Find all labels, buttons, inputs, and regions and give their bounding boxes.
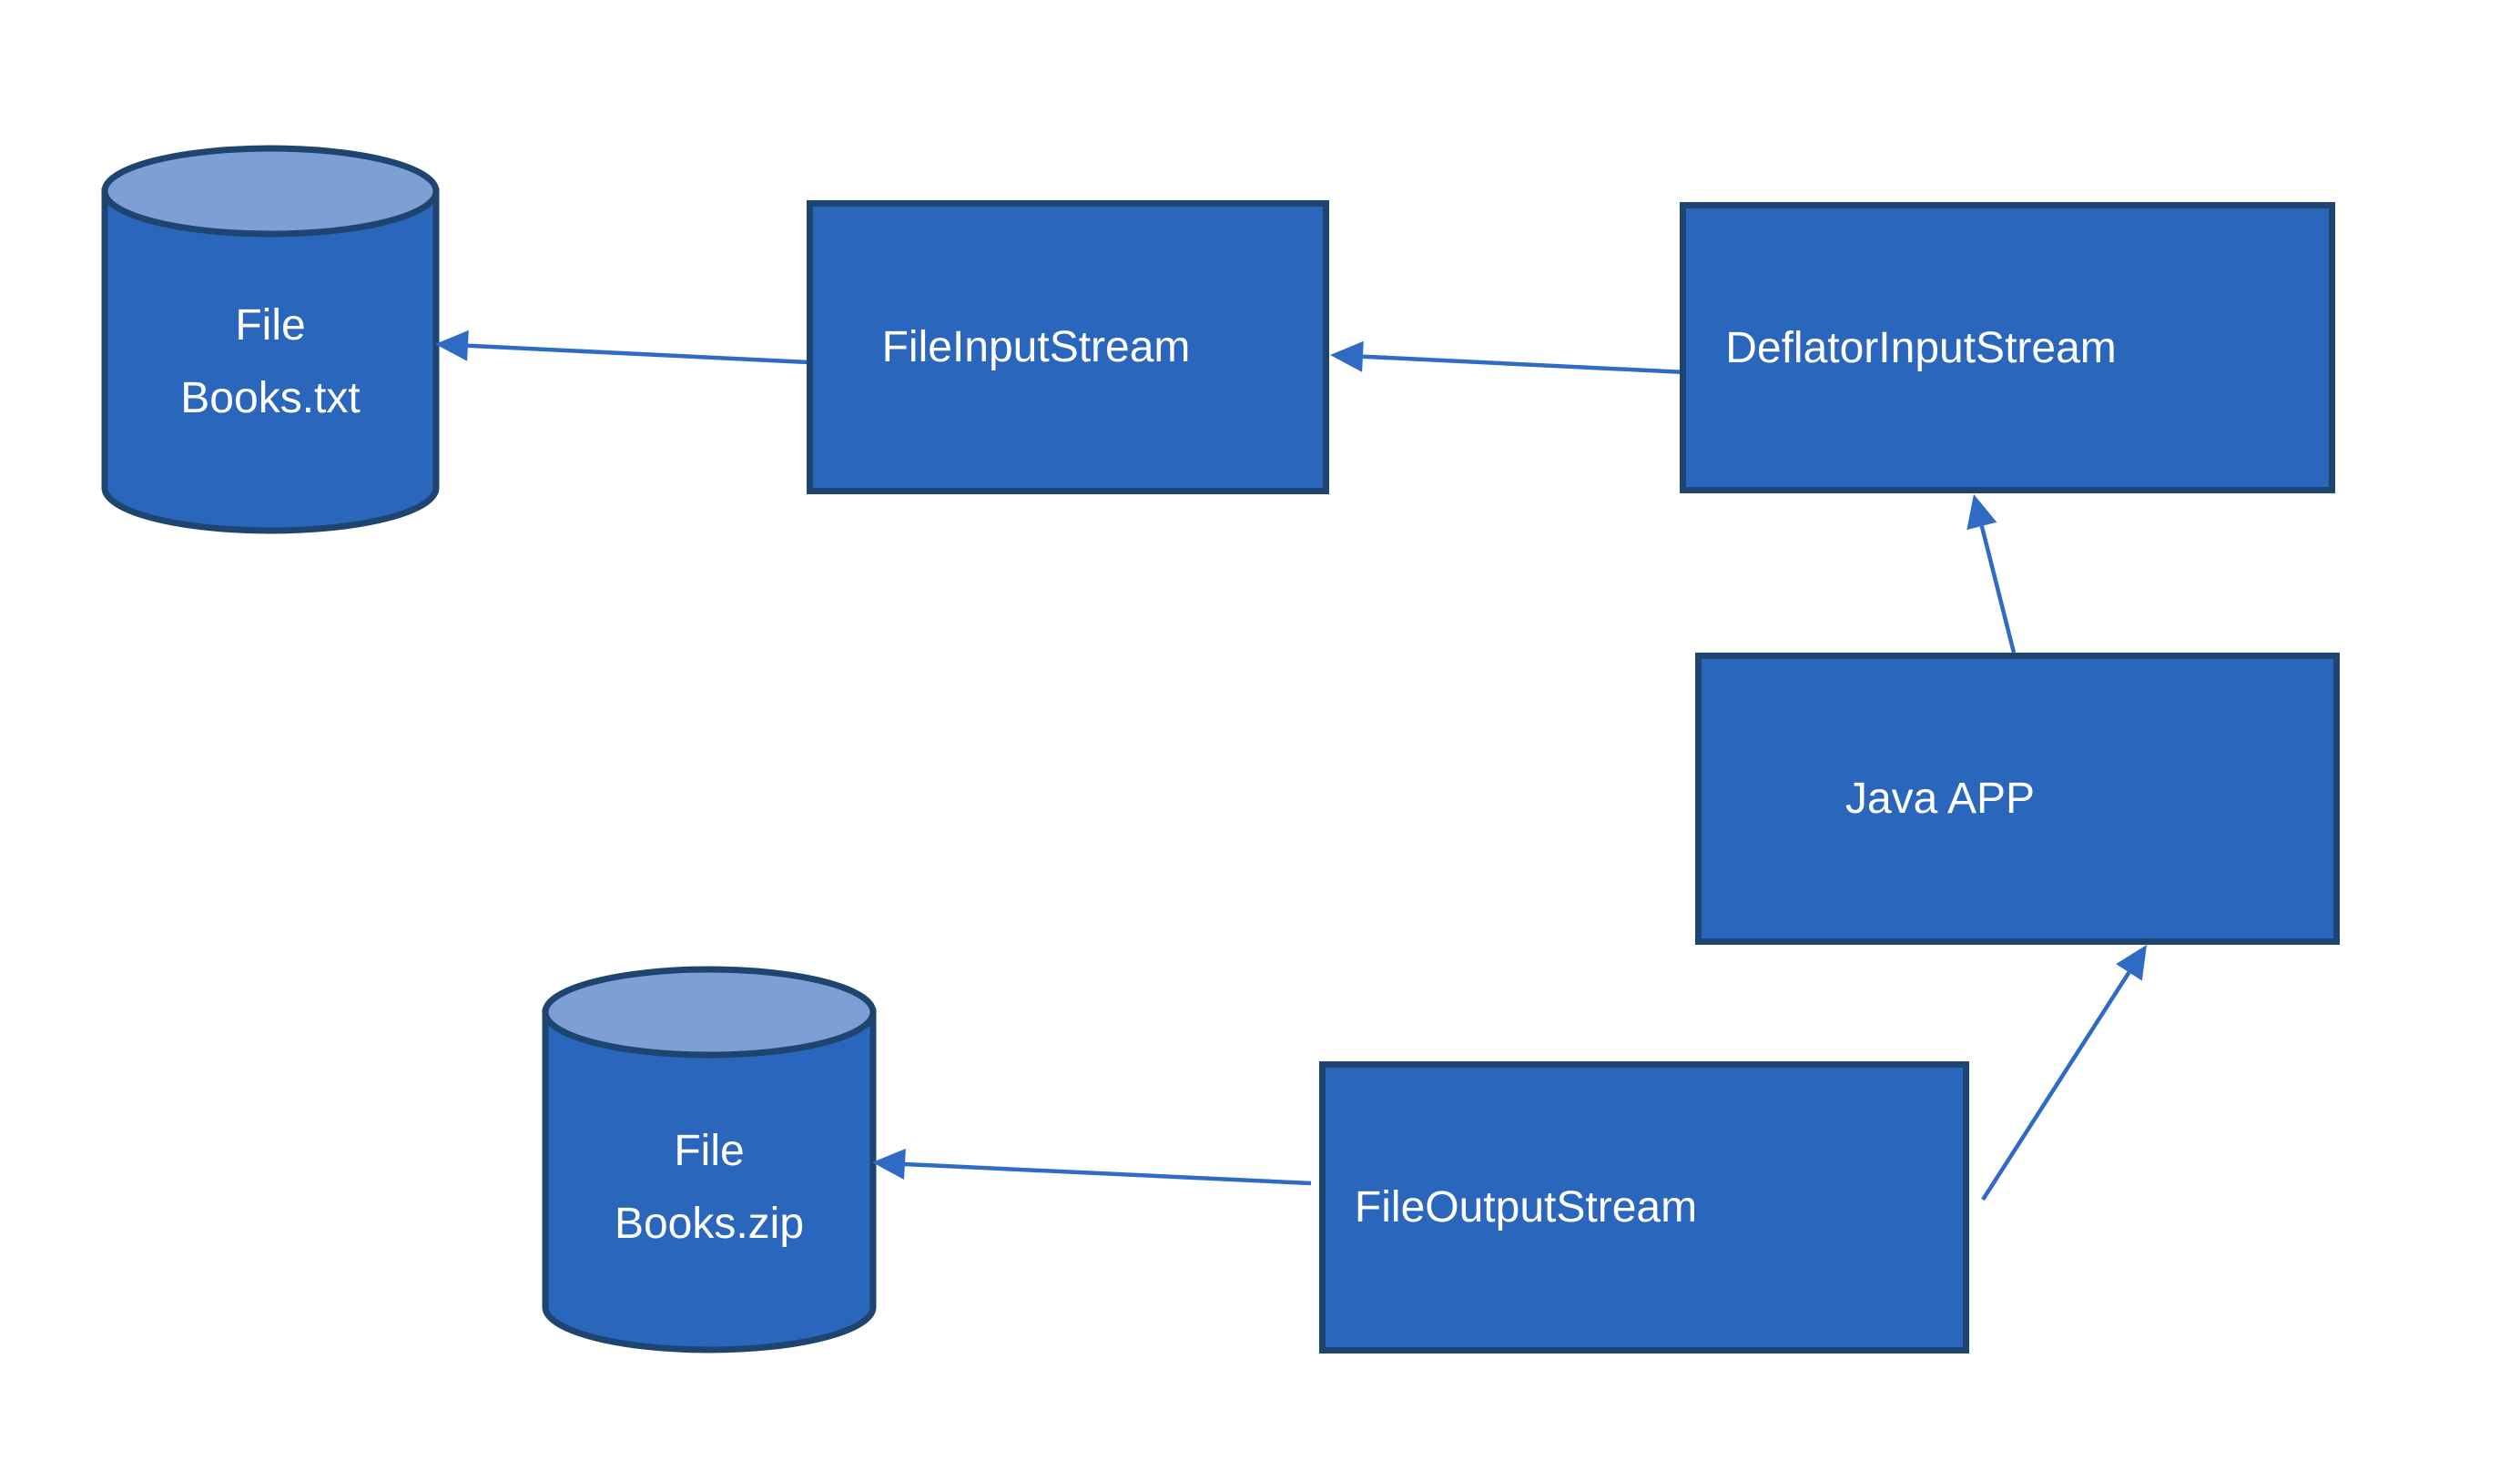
arrowhead-icon xyxy=(435,329,469,361)
arrowhead-icon xyxy=(872,1149,906,1180)
node-file-output-stream[interactable]: FileOutputStream xyxy=(1319,1061,1969,1353)
edge-line xyxy=(1362,354,1687,375)
label-line: Books.txt xyxy=(180,374,361,422)
cylinder-books-zip[interactable] xyxy=(542,966,877,1353)
arrowhead-icon xyxy=(1966,494,1997,531)
node-label: FileInputStream xyxy=(881,323,1191,371)
node-label: DeflatorInputStream xyxy=(1725,323,2117,372)
node-label: Java APP xyxy=(1844,775,2036,823)
cylinder-body xyxy=(542,1009,877,1353)
cylinder-top-ellipse xyxy=(542,966,877,1059)
node-file-input-stream[interactable]: FileInputStream xyxy=(807,200,1329,494)
arrowhead-icon xyxy=(1330,340,1364,372)
edge-line xyxy=(904,1161,1312,1186)
node-deflator-input-stream[interactable]: DeflatorInputStream xyxy=(1680,202,2335,493)
edge-fileoutputstream-to-books-zip[interactable] xyxy=(872,1149,1312,1186)
cylinder-body xyxy=(101,188,440,534)
label-line: File xyxy=(674,1127,745,1175)
edge-line xyxy=(1981,971,2131,1201)
cylinder-top-ellipse xyxy=(101,145,440,238)
arrowhead-icon xyxy=(2116,945,2147,981)
cylinder-books-txt[interactable] xyxy=(101,145,440,534)
label-line: File xyxy=(235,301,306,350)
edge-deflatorinputstream-to-fileinputstream[interactable] xyxy=(1330,340,1687,375)
edge-javaapp-to-deflatorinputstream[interactable] xyxy=(1966,494,2017,654)
cylinder-books-zip-label: File Books.zip xyxy=(545,1012,873,1307)
node-java-app[interactable]: Java APP xyxy=(1695,653,2340,945)
edge-fileoutputstream-to-javaapp[interactable] xyxy=(1981,945,2147,1201)
edge-line xyxy=(1979,525,2017,654)
label-line: Books.zip xyxy=(614,1200,805,1248)
edge-fileinputstream-to-books-txt[interactable] xyxy=(435,329,809,365)
node-label: FileOutputStream xyxy=(1354,1183,1698,1232)
cylinder-books-txt-label: File Books.txt xyxy=(105,191,436,506)
edge-line xyxy=(467,343,809,365)
